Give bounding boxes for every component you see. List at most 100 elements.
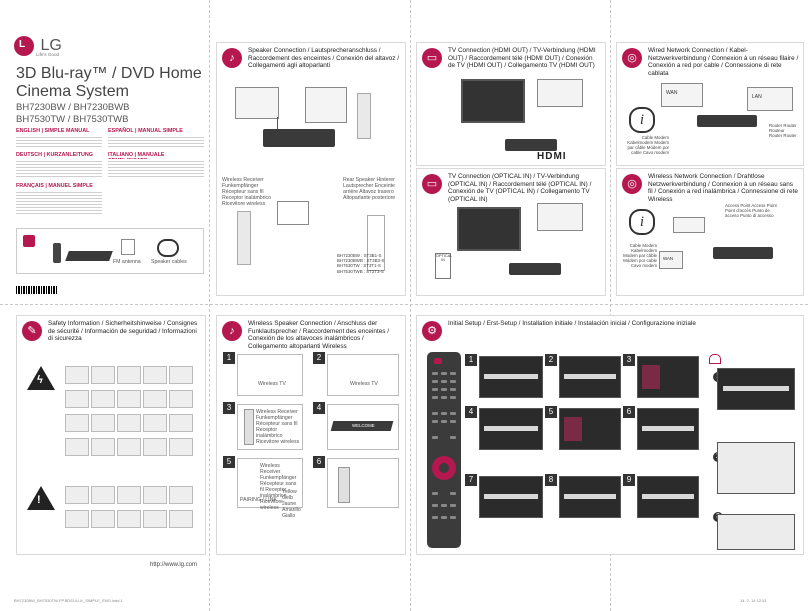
ok-button <box>439 463 449 473</box>
safety-illustration <box>143 486 167 504</box>
access-point-device <box>673 217 705 233</box>
step-caption: Wireless Receiver Funkempfänger Récepteu… <box>256 409 300 445</box>
setup-screenshot <box>559 408 621 450</box>
panel-title: Wired Network Connection / Kabel-Netzwer… <box>648 47 799 77</box>
setup-screenshot <box>717 442 795 494</box>
panel-wired-network: ◎ Wired Network Connection / Kabel-Netzw… <box>616 42 804 166</box>
cable <box>277 117 278 129</box>
step-number: 9 <box>623 474 635 486</box>
panel-title: Initial Setup / Erst-Setup / Installatio… <box>448 320 696 327</box>
rear-speaker-label: Rear Speaker Hinterer Lautsprecher Encei… <box>343 177 396 201</box>
modem-label: Cable Modem Kabelmodem Modem par câble M… <box>623 243 657 268</box>
model-speaker-item: BH7530TWB : ST3T3-S <box>337 268 384 274</box>
lang-heading: ESPAÑOL | MANUAL SIMPLE <box>108 128 183 134</box>
speaker-terminal-detail <box>305 87 347 123</box>
step-number: 5 <box>545 406 557 418</box>
tv-screen <box>461 79 525 123</box>
website-url[interactable]: http://www.lg.com <box>150 562 198 568</box>
lang-text-lines <box>16 135 102 149</box>
step-illustration: Wireless TV <box>327 354 399 396</box>
port-detail <box>537 79 583 107</box>
fold-line <box>610 0 611 611</box>
panel-tv-hdmi: ▭ TV Connection (HDMI OUT) / TV-Verbindu… <box>416 42 606 166</box>
safety-illustration <box>143 438 167 456</box>
panel-safety: ✎ Safety Information / Sicherheitshinwei… <box>16 315 206 555</box>
safety-illustration <box>91 438 115 456</box>
panel-initial-setup: ⚙ Initial Setup / Erst-Setup / Installat… <box>416 315 804 555</box>
safety-illustration <box>169 390 193 408</box>
remote-icon <box>53 243 61 263</box>
speaker-terminal-detail <box>235 87 279 119</box>
modem-device: WAN <box>661 83 703 107</box>
step-number: 1 <box>465 354 477 366</box>
fold-line <box>209 0 210 611</box>
setup-screenshot <box>637 408 699 450</box>
setup-screenshot <box>637 476 699 518</box>
remote-control <box>427 352 461 548</box>
model-list: BH7230BW / BH7230BWB BH7530TW / BH7530TW… <box>16 102 206 126</box>
safety-illustration <box>143 510 167 528</box>
tv-screen <box>457 207 521 251</box>
safety-illustration <box>65 510 89 528</box>
panel-wireless-speaker: ♪ Wireless Speaker Connection / Anschlus… <box>216 315 406 555</box>
exclamation-warning-icon: ! <box>27 486 55 510</box>
lg-logo: L LG Life's Good <box>14 36 62 57</box>
product-title-line1: 3D Blu-ray™ / DVD Home <box>16 65 202 82</box>
safety-illustration <box>65 486 89 504</box>
setup-screenshot <box>637 356 699 398</box>
globe-icon: ◎ <box>622 48 642 68</box>
model-speaker-item: BH7530TW : ST3T1-S <box>337 263 381 269</box>
safety-illustration <box>143 390 167 408</box>
front-speaker <box>357 93 371 139</box>
player-device <box>509 263 561 275</box>
safety-illustration <box>143 414 167 432</box>
safety-illustration <box>117 486 141 504</box>
panel-speaker-connection: ♪ Speaker Connection / Lautsprecheransch… <box>216 42 406 296</box>
panel-wireless-network: ◎ Wireless Network Connection / Drahtlos… <box>616 168 804 296</box>
rear-speaker <box>367 215 385 271</box>
lightning-warning-icon: ϟ <box>27 366 55 390</box>
logo-text: LG <box>40 37 62 54</box>
step-number: 2 <box>313 352 325 364</box>
panel-title: Wireless Network Connection / Drahtlose … <box>648 173 798 203</box>
step-caption: Wireless TV <box>258 381 286 387</box>
player-device <box>263 129 335 147</box>
lang-text-lines <box>16 190 102 214</box>
modem-label: Cable Modem Kabelmodem Modem par câble M… <box>627 135 669 155</box>
hdmi-logo: HDMI <box>537 151 567 162</box>
tv-icon: ▭ <box>422 174 442 194</box>
setup-screenshot <box>717 514 795 550</box>
led-color-label: Yellow Gelb Jaune Amarillo Giallo <box>282 489 301 519</box>
safety-illustration <box>117 414 141 432</box>
lan-label: LAN <box>752 94 762 100</box>
speaker-cable-icon <box>157 239 179 257</box>
tv-icon: ▭ <box>422 48 442 68</box>
gear-icon: ⚙ <box>422 321 442 341</box>
speaker-icon: ♪ <box>222 321 242 341</box>
player-device <box>713 247 773 259</box>
safety-illustration <box>65 366 89 384</box>
step-illustration: Wireless Receiver Funkempfänger Récepteu… <box>237 458 303 519</box>
safety-illustration <box>169 414 193 432</box>
panel-tv-optical: ▭ TV Connection (OPTICAL IN) / TV-Verbin… <box>416 168 606 296</box>
modem-device: WAN <box>659 251 683 269</box>
lang-heading: DEUTSCH | KURZANLEITUNG <box>16 152 93 158</box>
panel-title: Speaker Connection / Lautsprecheranschlu… <box>248 47 399 70</box>
document-icon: ✎ <box>22 321 42 341</box>
lang-block-en: ENGLISH | SIMPLE MANUAL <box>16 128 102 140</box>
globe-icon: ◎ <box>622 174 642 194</box>
box-icon <box>23 235 35 247</box>
lang-text-lines <box>108 135 204 149</box>
safety-illustration <box>143 366 167 384</box>
safety-illustration <box>91 414 115 432</box>
model-speaker-list: BH7230BW : ST3B1-S BH7230BWB : ST3B3-S B… <box>337 253 403 274</box>
step-illustration: Wireless TV <box>237 354 303 396</box>
step-illustration: WELCOME <box>327 404 399 450</box>
player-device <box>505 139 557 151</box>
step-number: 3 <box>623 354 635 366</box>
safety-illustration <box>117 366 141 384</box>
wireless-receiver <box>237 211 251 265</box>
model-speaker-item: BH7230BW : ST3B1-S <box>337 253 382 258</box>
product-title: 3D Blu-ray™ / DVD Home Cinema System <box>16 65 206 101</box>
safety-illustration <box>65 438 89 456</box>
